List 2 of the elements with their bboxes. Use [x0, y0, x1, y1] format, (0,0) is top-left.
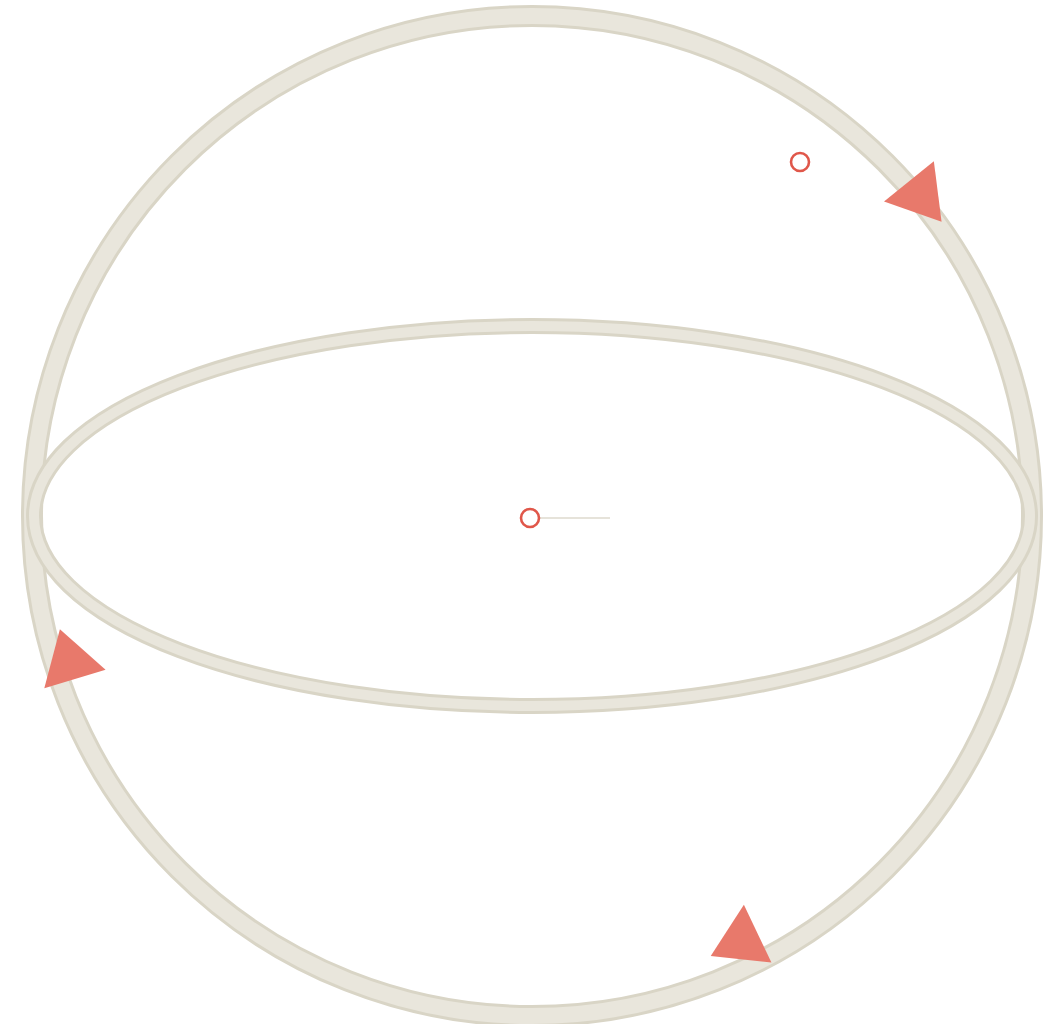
point-marker — [788, 150, 812, 174]
point-marker — [518, 506, 542, 530]
